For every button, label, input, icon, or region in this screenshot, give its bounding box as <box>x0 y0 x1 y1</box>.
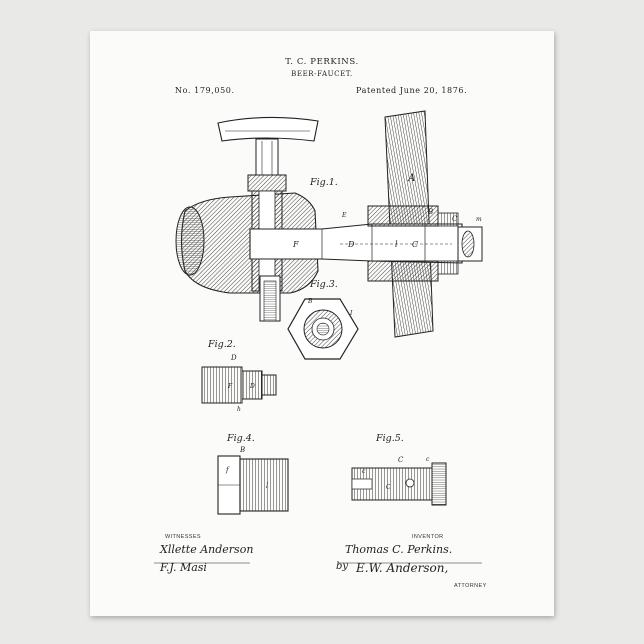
witness-signature-2: F.J. Masi <box>160 561 207 574</box>
figure-2-drawing: F D D h <box>202 354 276 413</box>
svg-text:m: m <box>476 216 482 223</box>
svg-text:B: B <box>307 298 313 305</box>
svg-text:D: D <box>230 354 237 362</box>
inventor-label: INVENTOR <box>412 534 444 540</box>
svg-text:A: A <box>407 173 415 184</box>
svg-text:C: C <box>386 484 391 491</box>
svg-text:c: c <box>426 456 430 463</box>
svg-text:C: C <box>452 215 458 223</box>
witness-signature-1: Xllette Anderson <box>160 543 253 556</box>
fig-3-label: Fig.3. <box>310 279 338 290</box>
svg-text:l: l <box>395 240 398 249</box>
attorney-signature: E.W. Anderson, <box>356 561 448 575</box>
fig-4-label: Fig.4. <box>227 433 255 444</box>
patent-drawing: A F D l C B C m E B I F D D h <box>90 31 554 616</box>
patent-poster: T. C. PERKINS. BEER-FAUCET. No. 179,050.… <box>90 31 554 616</box>
attorney-label: ATTORNEY <box>454 583 487 589</box>
svg-text:C: C <box>398 456 404 464</box>
fig-1-label: Fig.1. <box>310 177 338 188</box>
svg-text:B: B <box>239 446 245 454</box>
fig-2-label: Fig.2. <box>208 339 236 350</box>
attorney-prefix: by <box>336 561 348 572</box>
svg-text:C: C <box>412 240 418 249</box>
inventor-signature: Thomas C. Perkins. <box>345 543 452 556</box>
svg-text:D: D <box>249 383 255 390</box>
witnesses-label: WITNESSES <box>165 534 201 540</box>
svg-text:D: D <box>347 240 355 249</box>
svg-text:E: E <box>341 212 347 219</box>
figure-4-drawing: f B l <box>218 446 288 514</box>
svg-text:B: B <box>427 208 433 216</box>
figure-5-drawing: C c C c <box>352 456 446 505</box>
figure-3-drawing: B I <box>288 298 358 359</box>
svg-text:F: F <box>292 240 299 249</box>
svg-text:h: h <box>237 406 241 413</box>
svg-text:I: I <box>349 310 353 317</box>
svg-text:F: F <box>227 383 233 390</box>
fig-5-label: Fig.5. <box>376 433 404 444</box>
svg-text:l: l <box>266 482 268 490</box>
